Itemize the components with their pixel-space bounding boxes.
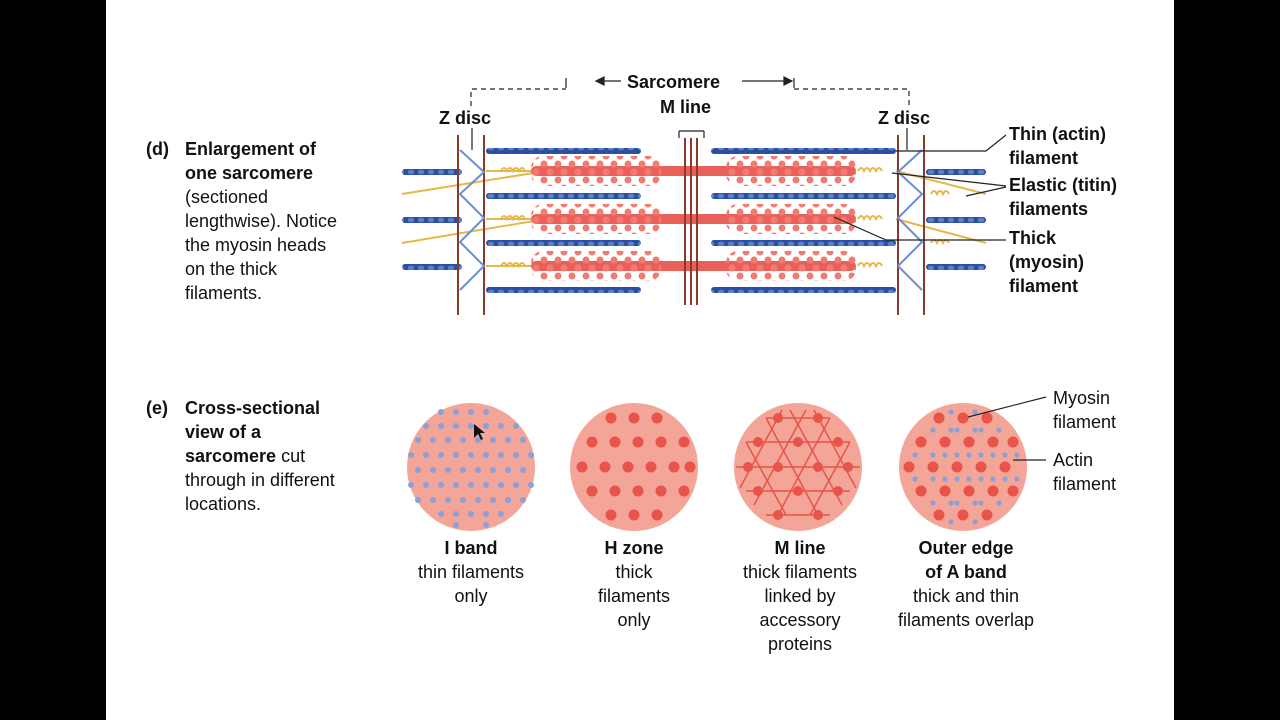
section-d-caption-line: (sectioned — [185, 187, 269, 207]
caption-desc: thick and thin — [912, 586, 1020, 606]
section-e-caption-line: through in different — [185, 470, 335, 490]
z-disc-right-label: Z disc — [878, 108, 931, 128]
caption-desc: only — [617, 610, 651, 630]
thick-filament-label: Thick (myosin) filament — [1009, 226, 1084, 298]
caption-desc: filaments overlap — [897, 610, 1035, 630]
section-e-caption-mixed: sarcomere cut — [185, 444, 400, 468]
section-e-caption-line: locations. — [185, 494, 262, 514]
thick-filament-label-line: filament — [1009, 276, 1079, 296]
caption-i-band: I band thin filaments only — [391, 536, 551, 608]
actin-label-line: filament — [1053, 474, 1117, 494]
m-line-label: M line — [660, 97, 712, 117]
actin-label-line: Actin — [1053, 450, 1094, 470]
caption-a-band-edge: Outer edge of A band thick and thin fila… — [876, 536, 1056, 632]
titin-filaments — [401, 167, 987, 269]
slide: (d) Enlargement of one sarcomere (sectio… — [106, 0, 1174, 720]
elastic-filaments-label: Elastic (titin) filaments — [1009, 173, 1117, 221]
thin-filaments — [402, 148, 986, 293]
section-d-caption-line: on the thick — [185, 259, 278, 279]
thick-filament-label-line: Thick — [1009, 228, 1057, 248]
caption-title: Outer edge — [918, 538, 1014, 558]
caption-desc: proteins — [767, 634, 833, 654]
caption-desc: thick filaments — [742, 562, 858, 582]
section-e-caption-bold: view of a — [185, 422, 262, 442]
caption-m-line: M line thick filaments linked by accesso… — [715, 536, 885, 656]
leader-lines-e — [967, 396, 1047, 461]
m-line — [684, 138, 698, 305]
section-d-caption: Enlargement of one sarcomere (sectioned … — [185, 137, 385, 305]
caption-title: I band — [444, 538, 498, 558]
caption-desc: filaments — [597, 586, 671, 606]
section-d-caption-line: the myosin heads — [185, 235, 327, 255]
actin-filament-label: Actin filament — [1053, 448, 1116, 496]
caption-desc: linked by — [764, 586, 836, 606]
cross-section-h-zone — [570, 403, 698, 531]
section-d-caption-line: lengthwise). Notice — [185, 211, 338, 231]
caption-desc: thin filaments — [417, 562, 525, 582]
myosin-label-line: filament — [1053, 412, 1117, 432]
section-d-caption-bold-2: one sarcomere — [185, 163, 314, 183]
caption-desc: only — [454, 586, 488, 606]
diagram-canvas — [401, 76, 1047, 531]
section-e-tag: (e) — [146, 398, 168, 418]
thin-filament-label-line: Thin (actin) — [1009, 124, 1106, 144]
thick-filaments — [531, 156, 856, 281]
section-e-caption-bold: Cross-sectional — [185, 398, 321, 418]
z-disc-right — [896, 135, 925, 315]
caption-title: H zone — [604, 538, 664, 558]
thin-filament-label-line: filament — [1009, 148, 1079, 168]
section-e-caption: Cross-sectional view of a sarcomere cut … — [185, 396, 400, 516]
cross-section-i-band — [407, 403, 535, 531]
caption-desc: accessory — [759, 610, 841, 630]
sarcomere-label: Sarcomere — [627, 72, 721, 92]
section-d-caption-bold-1: Enlargement of — [185, 139, 317, 159]
elastic-filaments-label-line: Elastic (titin) — [1009, 175, 1118, 195]
caption-desc: thick — [615, 562, 653, 582]
section-e-caption-tail: cut — [276, 446, 306, 466]
myosin-label-line: Myosin — [1053, 388, 1111, 408]
m-line-bracket — [678, 130, 705, 138]
caption-title: M line — [774, 538, 826, 558]
thick-filament-label-line: (myosin) — [1009, 252, 1085, 272]
myosin-filament-label: Myosin filament — [1053, 386, 1116, 434]
leader-lines-d — [471, 128, 1007, 241]
section-d-caption-line: filaments. — [185, 283, 263, 303]
thin-filament-label: Thin (actin) filament — [1009, 122, 1106, 170]
caption-h-zone: H zone thick filaments only — [554, 536, 714, 632]
sarcomere-bracket — [470, 76, 910, 106]
cross-section-a-band-edge — [899, 403, 1027, 531]
section-e-caption-bold: sarcomere — [185, 446, 277, 466]
cross-section-m-line — [734, 403, 862, 531]
caption-title: of A band — [925, 562, 1007, 582]
section-d-tag: (d) — [146, 139, 169, 159]
elastic-filaments-label-line: filaments — [1009, 199, 1089, 219]
cursor-icon — [474, 424, 485, 440]
z-disc-left-label: Z disc — [439, 108, 492, 128]
z-disc-left — [457, 135, 486, 315]
